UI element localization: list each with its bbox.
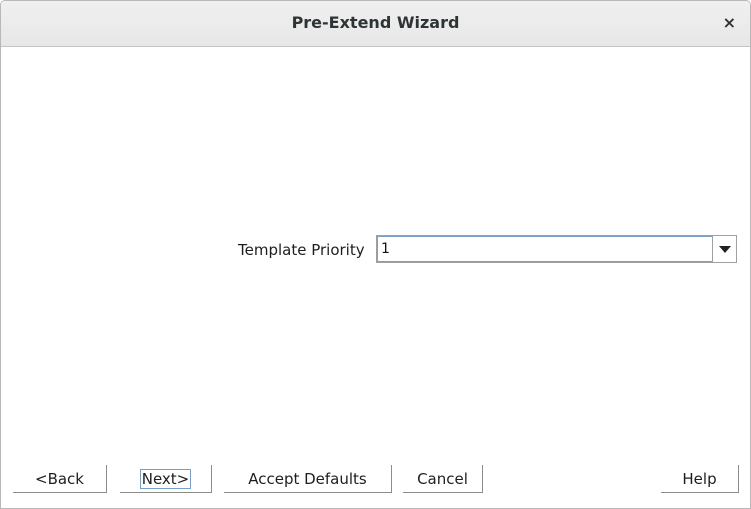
cancel-button[interactable]: Cancel [403, 465, 483, 493]
title-bar[interactable]: Pre-Extend Wizard × [1, 1, 750, 47]
accept-defaults-button[interactable]: Accept Defaults [224, 465, 392, 493]
dropdown-button[interactable] [712, 236, 736, 262]
template-priority-input[interactable]: 1 [377, 236, 713, 262]
dialog-title: Pre-Extend Wizard [291, 13, 460, 32]
template-priority-label: Template Priority [238, 241, 365, 259]
template-priority-combobox[interactable]: 1 [376, 235, 737, 263]
back-button[interactable]: <Back [13, 465, 107, 493]
next-button[interactable]: Next> [120, 465, 212, 493]
next-button-label: Next> [139, 469, 192, 489]
chevron-down-icon [719, 246, 731, 253]
dialog-content: Template Priority 1 <Back Next> Accept D… [1, 47, 750, 508]
close-icon[interactable]: × [722, 13, 736, 32]
help-button[interactable]: Help [661, 465, 739, 493]
